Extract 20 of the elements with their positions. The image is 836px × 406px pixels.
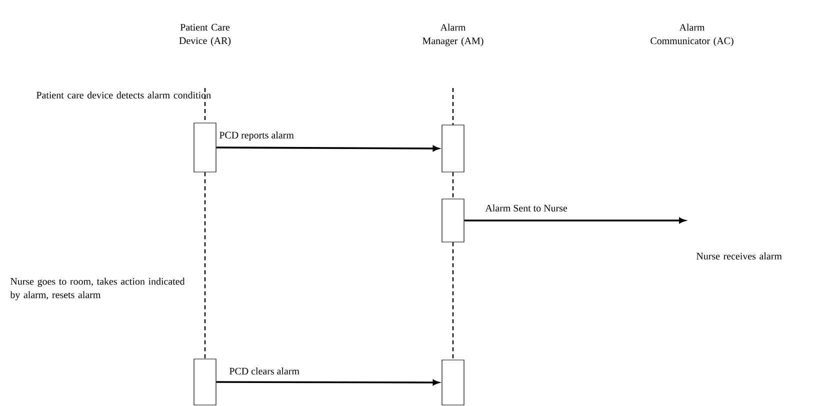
- activation-box: [194, 358, 216, 406]
- edge-label: PCD clears alarm: [229, 368, 300, 374]
- lifeline-header: Alarm Manager (AM): [422, 24, 484, 46]
- lifeline-header: Patient Care Device (AR): [179, 24, 231, 46]
- lifeline: [452, 242, 454, 360]
- note-text: Patient care device detects alarm condition: [36, 92, 211, 98]
- lifeline: [452, 172, 454, 199]
- note-text: Nurse goes to room, takes action indicated by alarm, resets alarm: [10, 278, 185, 300]
- activation-box: [194, 122, 216, 172]
- note-text: Nurse receives alarm: [696, 252, 782, 260]
- edge-label: PCD reports alarm: [219, 131, 294, 141]
- arrow: [216, 380, 440, 386]
- edge-label: Alarm Sent to Nurse: [485, 204, 568, 212]
- arrow: [464, 218, 686, 224]
- activation-box: [442, 124, 464, 172]
- activation-box: [442, 198, 464, 242]
- lifeline-header: Alarm Communicator (AC): [650, 24, 734, 46]
- lifeline: [204, 172, 206, 359]
- activation-box: [442, 360, 464, 406]
- arrow: [216, 146, 440, 152]
